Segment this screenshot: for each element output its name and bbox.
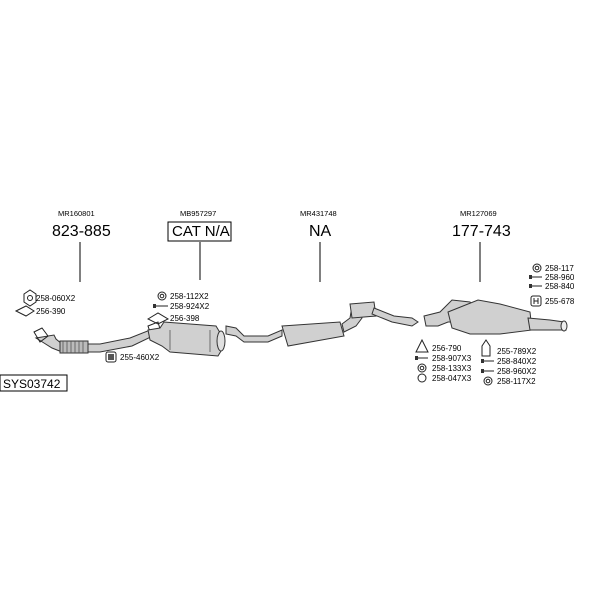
part-number[interactable]: 823-885	[52, 223, 111, 240]
accessory-item[interactable]: 258-112X2	[157, 291, 209, 301]
accessory-label: 258-960	[545, 273, 575, 282]
part-number-box	[167, 221, 232, 242]
accessory-label: 258-907X3	[432, 354, 472, 363]
accessory-item[interactable]: 258-047X3	[417, 373, 472, 383]
section-center-pipe-header: MR431748 NA	[300, 209, 337, 282]
accessory-item[interactable]: 258-960X2	[481, 367, 537, 376]
accessories-rear-mid: 255-789X2 258-840X2 258-960X2 258-117X2	[481, 339, 537, 386]
section-rear-silencer-header: MR127069 177-743	[452, 209, 511, 282]
accessory-label: 258-133X3	[432, 364, 472, 373]
accessory-item[interactable]: 258-117	[532, 263, 574, 273]
accessory-item[interactable]: 258-133X3	[417, 363, 472, 373]
ring-icon	[483, 376, 493, 386]
gasket-icon	[14, 305, 35, 317]
oem-number: MR127069	[460, 209, 497, 218]
system-code: SYS03742	[3, 377, 61, 391]
nut-icon	[23, 289, 37, 307]
accessory-label: 258-924X2	[170, 302, 210, 311]
flex-joint	[59, 340, 89, 354]
accessory-label: 258-117X2	[497, 377, 536, 386]
catalyst-drawing[interactable]	[147, 321, 226, 357]
accessory-label: 258-840	[545, 282, 575, 291]
accessory-item[interactable]: 258-060X2	[23, 289, 76, 307]
front-pipe-drawing[interactable]	[33, 321, 163, 354]
accessory-label: 258-060X2	[36, 294, 76, 303]
system-code-box: SYS03742	[0, 374, 68, 392]
accessory-item[interactable]: 256-790	[415, 338, 462, 353]
accessory-item[interactable]: 258-924X2	[153, 302, 210, 311]
part-number[interactable]: CAT N/A	[172, 223, 230, 240]
accessory-label: 256-790	[432, 344, 462, 353]
gasket-icon	[415, 338, 429, 353]
oem-number: MR431748	[300, 209, 337, 218]
accessory-label: 258-047X3	[432, 374, 472, 383]
section-front-pipe-header: MR160801 823-885	[52, 209, 111, 282]
accessory-item[interactable]: 258-840X2	[481, 357, 537, 366]
accessory-item[interactable]: 255-460X2	[105, 351, 160, 363]
accessory-item[interactable]: 258-907X3	[415, 354, 472, 363]
oem-number: MR160801	[58, 209, 95, 218]
accessory-item[interactable]: 255-789X2	[481, 339, 537, 357]
rear-silencer-drawing[interactable]	[423, 299, 568, 335]
part-number[interactable]: 177-743	[452, 223, 511, 240]
accessory-item[interactable]: 258-117X2	[483, 376, 536, 386]
ring-icon	[532, 263, 542, 273]
hanger-icon	[530, 295, 542, 307]
center-pipe-drawing[interactable]	[225, 301, 419, 347]
gasket-icon	[146, 312, 170, 325]
accessories-front: 258-060X2 256-390 255-460X2	[14, 289, 160, 363]
accessory-item[interactable]: 256-398	[146, 312, 200, 325]
ring-icon	[157, 291, 167, 301]
accessories-cat: 258-112X2 258-924X2 256-398	[146, 291, 210, 325]
clamp-icon	[105, 351, 117, 363]
accessories-rear-left: 256-790 258-907X3 258-133X3 258-047X3	[415, 338, 472, 383]
nut-icon	[417, 373, 427, 383]
accessory-item[interactable]: 258-840	[529, 282, 575, 291]
section-catalyst-header: MB957297 CAT N/A	[167, 209, 232, 280]
accessory-label: 258-960X2	[497, 367, 537, 376]
accessory-label: 255-678	[545, 297, 575, 306]
accessory-item[interactable]: 255-678	[530, 295, 575, 307]
accessory-label: 258-840X2	[497, 357, 537, 366]
accessory-label: 258-117	[545, 264, 574, 273]
accessory-item[interactable]: 258-960	[529, 273, 575, 282]
ring-icon	[417, 363, 427, 373]
part-number[interactable]: NA	[309, 223, 332, 240]
accessory-label: 255-460X2	[120, 353, 160, 362]
accessory-label: 255-789X2	[497, 347, 537, 356]
accessory-label: 256-398	[170, 314, 200, 323]
accessory-label: 258-112X2	[170, 292, 209, 301]
accessory-label: 256-390	[36, 307, 66, 316]
oem-number: MB957297	[180, 209, 216, 218]
accessories-rear-right: 258-117 258-960 258-840 255-678	[529, 263, 575, 307]
hanger-icon	[481, 339, 491, 357]
accessory-item[interactable]: 256-390	[14, 305, 66, 317]
